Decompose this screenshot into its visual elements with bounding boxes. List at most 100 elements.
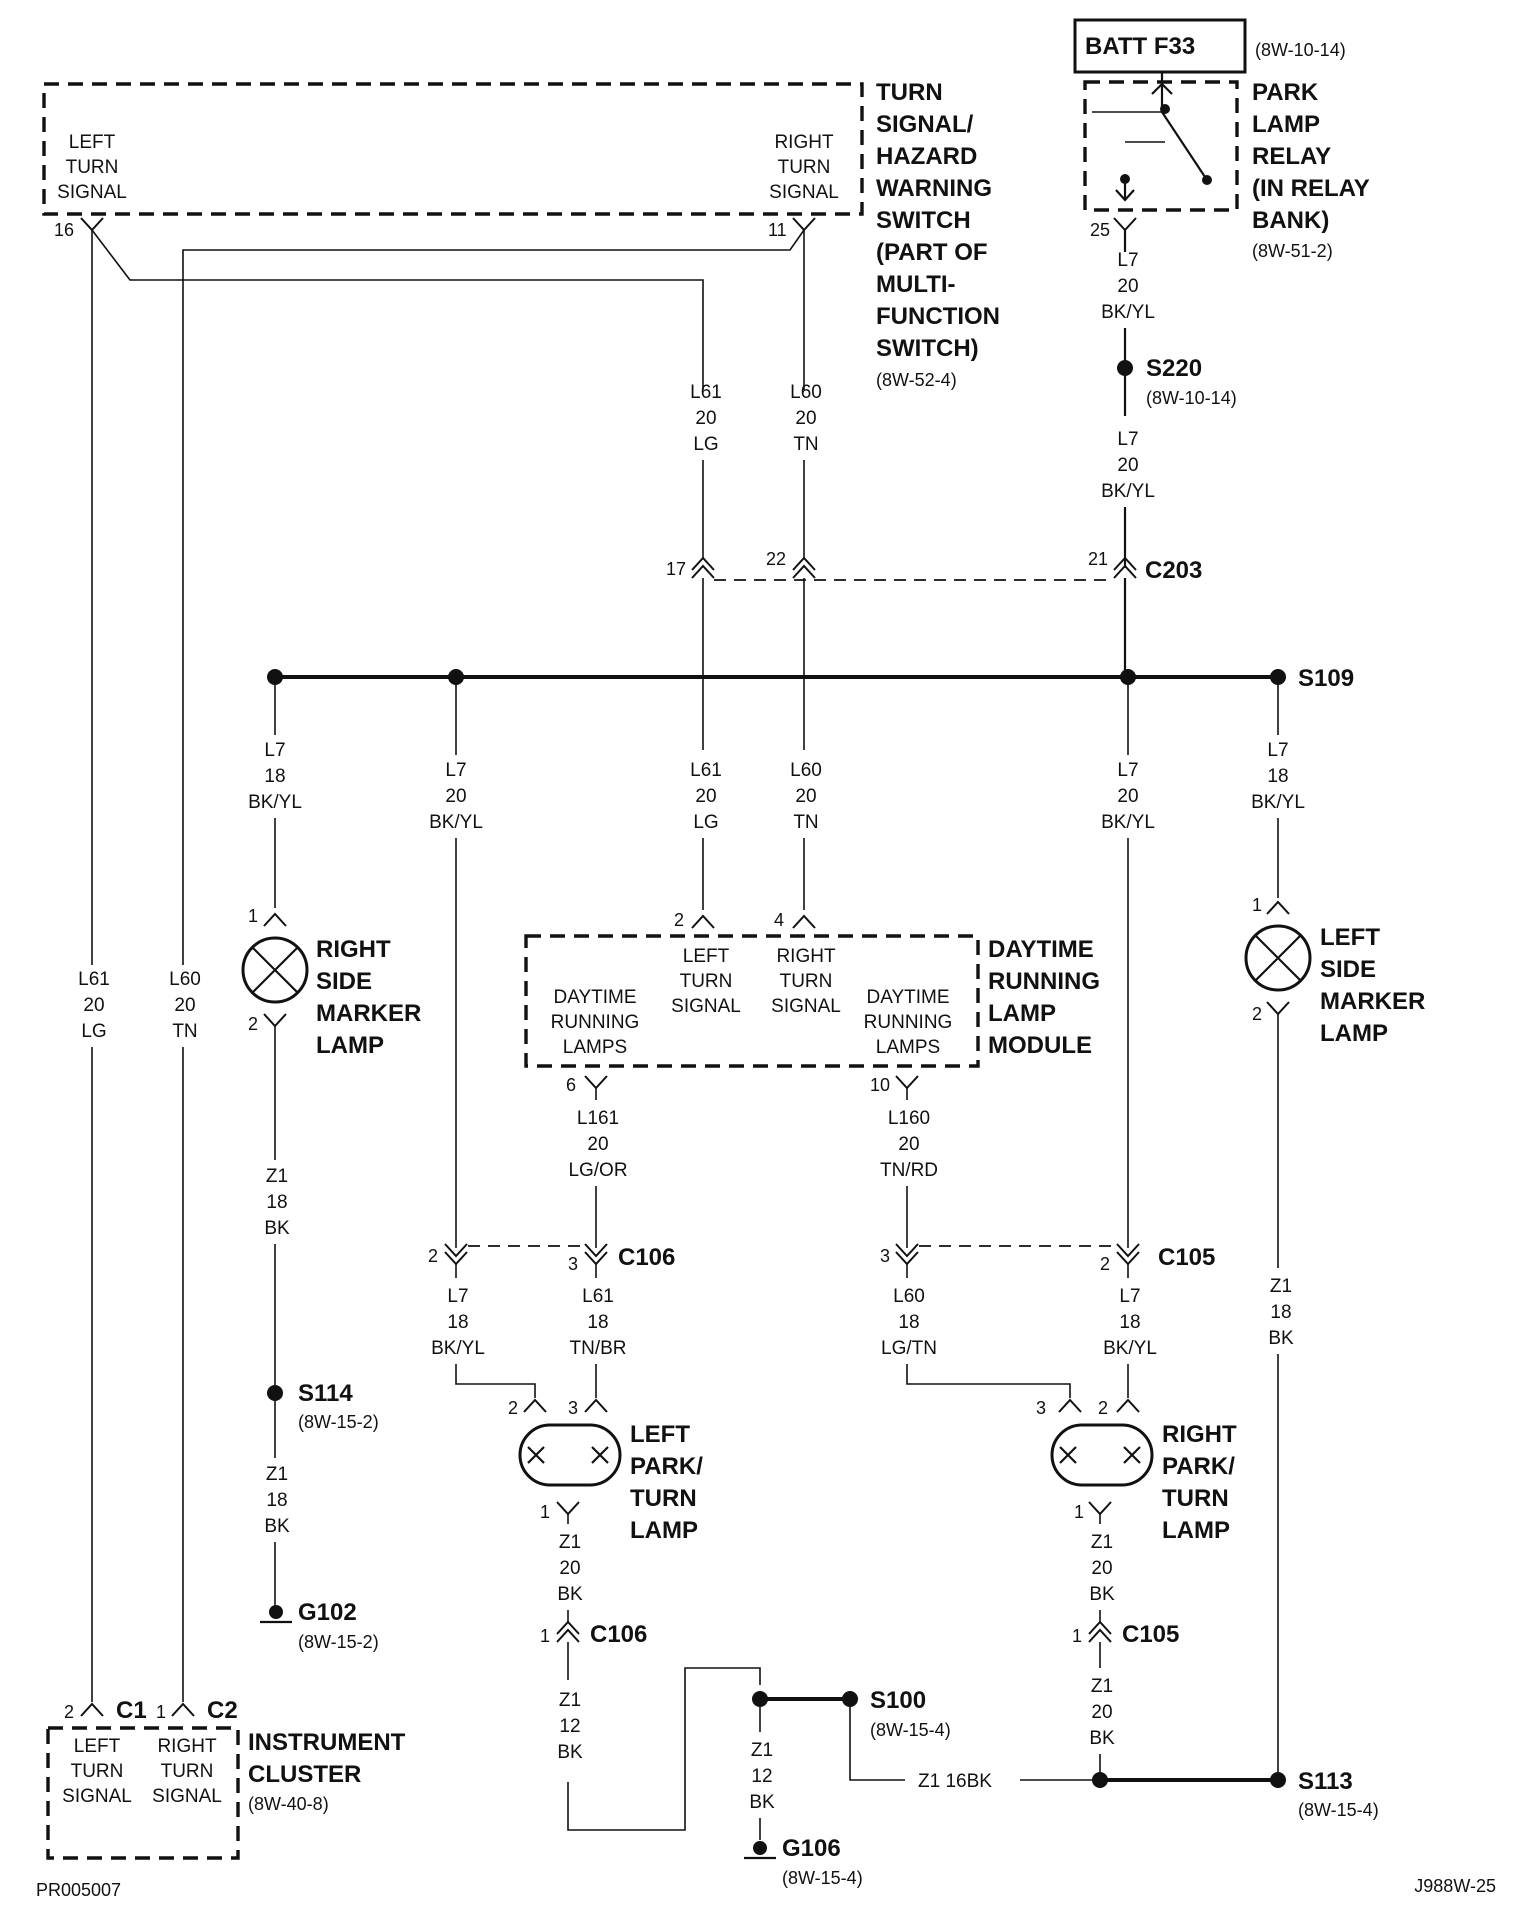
wire-label: Z1 bbox=[1270, 1276, 1292, 1297]
drl-title: MODULE bbox=[988, 1032, 1092, 1059]
switch-title: FUNCTION bbox=[876, 303, 1000, 330]
lpt-pin: 3 bbox=[568, 1398, 578, 1418]
cluster-title: INSTRUMENT bbox=[248, 1729, 406, 1756]
wire-label: LG/OR bbox=[568, 1160, 627, 1181]
wire-label: BK/YL bbox=[1103, 1338, 1157, 1359]
wire-label: 12 bbox=[751, 1766, 772, 1787]
switch-right-label: RIGHT bbox=[774, 132, 834, 153]
wire-label: BK/YL bbox=[431, 1338, 485, 1359]
s220-label: S220 bbox=[1146, 355, 1202, 382]
wire-label: 18 bbox=[587, 1312, 608, 1333]
lsm-title: MARKER bbox=[1320, 988, 1425, 1015]
wire-label: 20 bbox=[1117, 276, 1138, 297]
switch-left-pin: 16 bbox=[54, 220, 74, 240]
wire-label: BK bbox=[557, 1584, 583, 1605]
s100-label: S100 bbox=[870, 1687, 926, 1714]
batt-fuse-box bbox=[1073, 18, 1247, 74]
right-side-marker-lamp-icon bbox=[241, 936, 309, 1004]
lpt-title: PARK/ bbox=[630, 1453, 703, 1480]
wire-label: TN bbox=[172, 1021, 197, 1042]
cluster-left-label: LEFT bbox=[74, 1736, 121, 1757]
wire-label: Z1 bbox=[1091, 1532, 1113, 1553]
wire-label: 20 bbox=[898, 1134, 919, 1155]
rsm-title: SIDE bbox=[316, 968, 372, 995]
footer-right-code: J988W-25 bbox=[1414, 1876, 1496, 1896]
drl-right-turn-label: TURN bbox=[780, 971, 833, 992]
footer-left-code: PR005007 bbox=[36, 1880, 121, 1900]
wire-label: 18 bbox=[1267, 766, 1288, 787]
lsm-title: SIDE bbox=[1320, 956, 1376, 983]
drl-left-label: LAMPS bbox=[563, 1037, 627, 1058]
c106-pin: 3 bbox=[568, 1254, 578, 1274]
wire-label: L7 bbox=[1267, 740, 1288, 761]
c203-label: C203 bbox=[1145, 557, 1202, 584]
wire-label: LG bbox=[81, 1021, 106, 1042]
wire-label: TN/BR bbox=[570, 1338, 627, 1359]
drl-title: LAMP bbox=[988, 1000, 1056, 1027]
g102-ref: (8W-15-2) bbox=[298, 1632, 379, 1652]
rpt-pin: 3 bbox=[1036, 1398, 1046, 1418]
wire-label: 20 bbox=[174, 995, 195, 1016]
wire-label: BK/YL bbox=[1101, 481, 1155, 502]
drl-pin: 10 bbox=[870, 1075, 890, 1095]
relay-ref: (8W-51-2) bbox=[1252, 241, 1333, 261]
switch-ref: (8W-52-4) bbox=[876, 370, 957, 390]
wire-label: LG bbox=[693, 812, 718, 833]
relay-title-2: LAMP bbox=[1252, 111, 1320, 138]
wire-label: 18 bbox=[898, 1312, 919, 1333]
wire-label: L61 bbox=[78, 969, 110, 990]
drl-right-turn-label: SIGNAL bbox=[771, 996, 841, 1017]
drl-left-turn-label: LEFT bbox=[683, 946, 730, 967]
cluster-pin: 2 bbox=[64, 1702, 74, 1722]
c106-ground-pin: 1 bbox=[540, 1626, 550, 1646]
c105-ground-pin: 1 bbox=[1072, 1626, 1082, 1646]
rsm-pin-out: 2 bbox=[248, 1014, 258, 1034]
wire-label: 18 bbox=[1270, 1302, 1291, 1323]
wire-label: BK/YL bbox=[429, 812, 483, 833]
s114-ref: (8W-15-2) bbox=[298, 1412, 379, 1432]
cluster-c2-label: C2 bbox=[207, 1697, 238, 1724]
wire-label: 20 bbox=[695, 786, 716, 807]
wire-label: 18 bbox=[266, 1192, 287, 1213]
wire-label: 20 bbox=[559, 1558, 580, 1579]
cluster-right-label: RIGHT bbox=[157, 1736, 217, 1757]
left-park-turn-lamp-icon bbox=[518, 1423, 622, 1487]
right-park-turn-lamp-icon bbox=[1050, 1423, 1154, 1487]
wire-label: L60 bbox=[790, 382, 822, 403]
rpt-pin: 2 bbox=[1098, 1398, 1108, 1418]
wire-label: BK bbox=[1089, 1584, 1115, 1605]
s114-label: S114 bbox=[298, 1380, 353, 1407]
wire-label: 20 bbox=[1091, 1558, 1112, 1579]
wire-label: 18 bbox=[266, 1490, 287, 1511]
switch-title: (PART OF bbox=[876, 239, 988, 266]
wire-label: Z1 bbox=[1091, 1676, 1113, 1697]
wire-label: L7 bbox=[1119, 1286, 1140, 1307]
wire-label: L61 bbox=[690, 760, 722, 781]
ground-g102-icon bbox=[269, 1605, 283, 1619]
rpt-pin: 1 bbox=[1074, 1502, 1084, 1522]
cluster-right-label: SIGNAL bbox=[152, 1786, 222, 1807]
c106-pin: 2 bbox=[428, 1246, 438, 1266]
wire-label: Z1 bbox=[751, 1740, 773, 1761]
wire-label: LG/TN bbox=[881, 1338, 937, 1359]
wire-label: LG bbox=[693, 434, 718, 455]
c203-pin: 17 bbox=[666, 559, 686, 579]
splice-s113 bbox=[1270, 1772, 1286, 1788]
wire-label: TN bbox=[793, 812, 818, 833]
lpt-pin: 1 bbox=[540, 1502, 550, 1522]
wire-label: Z1 bbox=[559, 1690, 581, 1711]
wire-label: BK/YL bbox=[1251, 792, 1305, 813]
wire-label: 18 bbox=[447, 1312, 468, 1333]
switch-title: TURN bbox=[876, 79, 943, 106]
cluster-left-label: SIGNAL bbox=[62, 1786, 132, 1807]
switch-left-label: LEFT bbox=[69, 132, 116, 153]
wire-label: 20 bbox=[1117, 455, 1138, 476]
drl-right-label: LAMPS bbox=[876, 1037, 940, 1058]
wire-label: L161 bbox=[577, 1108, 619, 1129]
wire-label: L7 bbox=[445, 760, 466, 781]
switch-title: HAZARD bbox=[876, 143, 977, 170]
cluster-left-label: TURN bbox=[71, 1761, 124, 1782]
wire-label: 20 bbox=[1091, 1702, 1112, 1723]
wire-label: BK/YL bbox=[1101, 812, 1155, 833]
rpt-title: LAMP bbox=[1162, 1517, 1230, 1544]
